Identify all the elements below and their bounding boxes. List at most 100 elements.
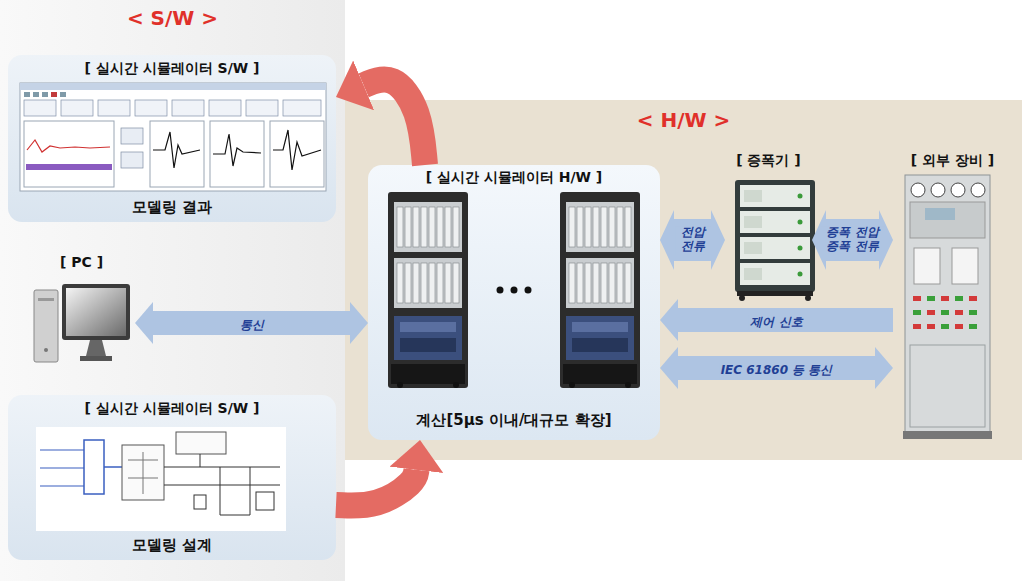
- wire: [164, 454, 280, 515]
- control-panel: [910, 202, 985, 238]
- ellipsis-dot: [497, 287, 504, 294]
- indicator-led: [798, 220, 803, 225]
- thumbnail: [283, 100, 321, 116]
- wave-panel: [270, 121, 324, 187]
- power-button: [44, 348, 48, 352]
- thumbnail: [61, 100, 93, 116]
- hw-panel: < H/W >[ 실시간 시뮬레이터 H/W ]계산[5μs 이내/대규모 확장…: [345, 100, 1022, 460]
- signal-arrow: [674, 219, 711, 261]
- switch: [969, 324, 977, 329]
- tool-icon: [60, 92, 66, 97]
- box-caption: 모델링 설계: [132, 536, 212, 555]
- screen-frame: [20, 83, 326, 191]
- ellipsis-dot: [511, 287, 518, 294]
- drawing-sheet: [36, 427, 286, 531]
- monitor-frame: [62, 284, 130, 340]
- box-heading: [ 실시간 시뮬레이터 S/W ]: [85, 60, 260, 78]
- small-panel: [121, 152, 143, 168]
- switch: [927, 310, 935, 315]
- sw-design-box: [ 실시간 시뮬레이터 S/W ] 모델링 설계: [8, 395, 336, 560]
- edge-label: 통신: [238, 319, 266, 333]
- switch: [955, 296, 963, 301]
- monitor-stand: [86, 340, 106, 356]
- edge-label-holder: IEC 61860 등 통신: [719, 359, 835, 378]
- wheel: [739, 295, 745, 301]
- switch: [913, 310, 921, 315]
- thumbnail: [135, 100, 167, 116]
- title-bar: [20, 83, 326, 90]
- edge-label-holder: 통신: [238, 314, 266, 333]
- amplifier-module: [740, 237, 810, 259]
- box-heading: [ 증폭기 ]: [736, 152, 801, 170]
- amplifier-illustration: [735, 180, 815, 301]
- wave-panel: [210, 121, 264, 187]
- relay-panel: [914, 248, 940, 284]
- simulator-rack: [388, 192, 468, 388]
- thumbnail: [209, 100, 241, 116]
- meter: [911, 183, 925, 197]
- comm-arrow: [678, 356, 875, 380]
- chart-panel: [24, 121, 114, 187]
- wave-panel: [150, 121, 204, 187]
- tool-icon: [33, 92, 39, 97]
- pc-tower: [34, 290, 58, 362]
- panel-title: < S/W >: [127, 6, 218, 31]
- switch: [913, 296, 921, 301]
- hw-simulator-box: [ 실시간 시뮬레이터 H/W ]계산[5μs 이내/대규모 확장]: [368, 165, 660, 440]
- amplifier-module: [740, 185, 810, 207]
- meter: [951, 183, 965, 197]
- box-heading: [ 외부 장비 ]: [911, 152, 994, 170]
- switch: [941, 310, 949, 315]
- edge-label-holder: 전압 전류: [675, 226, 710, 254]
- control-arrow: [678, 308, 893, 332]
- edge-label: 증폭 전압 증폭 전류: [821, 226, 885, 254]
- capacitor: [194, 495, 206, 509]
- comm-arrow: [153, 311, 350, 335]
- tool-icon: [24, 92, 30, 97]
- sw-panel: < S/W > [ 실시간 시뮬레이터 S/W ] 모델링 결과 [ PC ] [ 실시…: [0, 0, 345, 581]
- edge-label-holder: 제어 신호: [748, 311, 804, 330]
- drive-slot: [38, 298, 54, 301]
- amplifier-base: [737, 291, 813, 296]
- meter: [931, 183, 945, 197]
- wheel: [805, 295, 811, 301]
- switch: [927, 296, 935, 301]
- flow-arrow: [364, 79, 425, 165]
- amplifier-box: [ 증폭기 ]: [725, 150, 812, 302]
- cabinet-door: [910, 345, 985, 427]
- indicator-led: [798, 272, 803, 277]
- converter-block: [122, 445, 164, 500]
- box-heading: [ 실시간 시뮬레이터 S/W ]: [85, 400, 260, 418]
- switch: [941, 324, 949, 329]
- sw-result-box: [ 실시간 시뮬레이터 S/W ] 모델링 결과: [8, 55, 336, 222]
- box-caption: 계산[5μs 이내/대규모 확장]: [416, 411, 611, 430]
- wire: [40, 450, 84, 486]
- small-panel: [121, 128, 143, 144]
- result-screenshot: [20, 83, 326, 191]
- simulator-rack: [560, 192, 640, 388]
- module-panel: [744, 216, 762, 228]
- display: [925, 208, 955, 220]
- switch: [969, 296, 977, 301]
- module-panel: [744, 190, 762, 202]
- monitor-base: [80, 356, 112, 361]
- chart-line: [27, 140, 110, 152]
- box-caption: 모델링 결과: [132, 198, 212, 217]
- meter: [971, 183, 985, 197]
- box-heading: [ PC ]: [60, 254, 103, 272]
- waveform: [273, 130, 321, 170]
- module-panel: [744, 268, 762, 280]
- switch: [955, 310, 963, 315]
- waveform: [213, 134, 261, 166]
- control-block: [176, 432, 226, 454]
- cabinet-base: [903, 431, 992, 439]
- thumbnail: [24, 100, 56, 116]
- ellipsis-dot: [525, 287, 532, 294]
- monitor-screen: [66, 288, 126, 336]
- thumbnail: [172, 100, 204, 116]
- amplifier-module: [740, 263, 810, 285]
- amplifier-frame: [735, 180, 815, 292]
